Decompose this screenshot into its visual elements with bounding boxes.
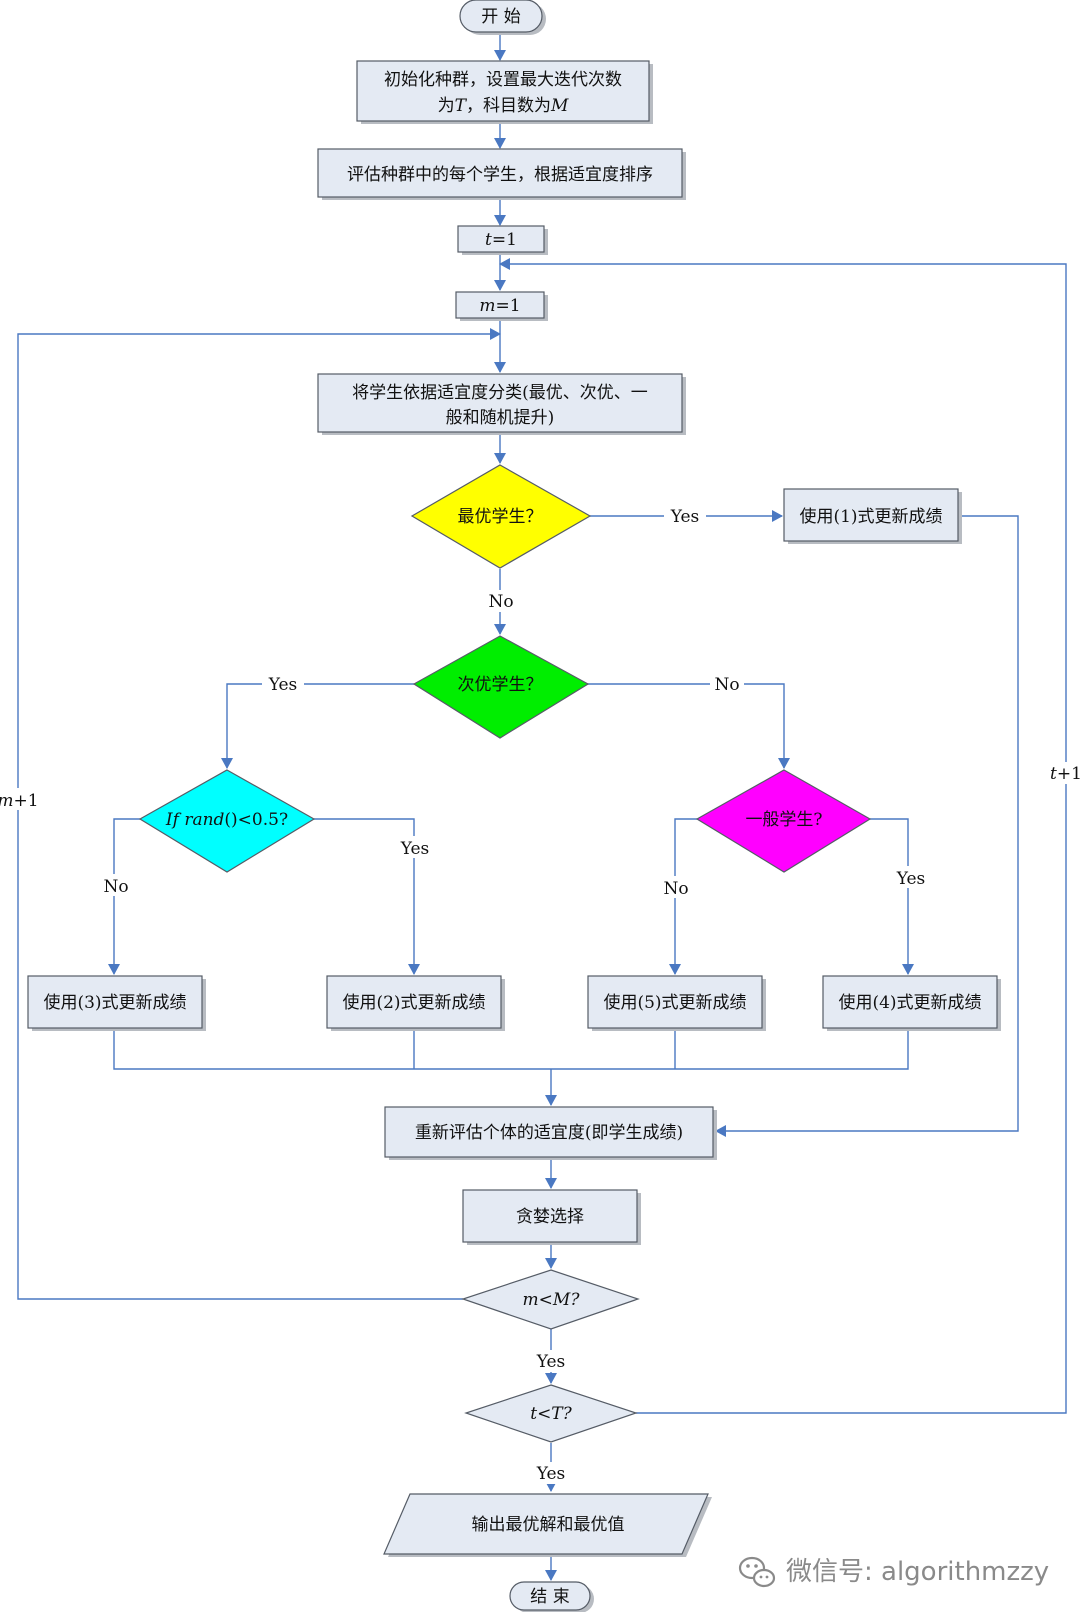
update4-label: 使用(4)式更新成绩 xyxy=(838,992,981,1013)
m-init-label: m=1 xyxy=(479,296,520,316)
update5-label: 使用(5)式更新成绩 xyxy=(603,992,746,1013)
init-label-line1: 初始化种群，设置最大迭代次数 xyxy=(384,70,622,90)
classify-label-line1: 将学生依据适宜度分类(最优、次优、一 xyxy=(352,383,648,403)
update2-process: 使用(2)式更新成绩 xyxy=(326,975,505,1031)
no-second-label: No xyxy=(714,675,739,695)
second-student-label: 次优学生？ xyxy=(458,675,543,695)
arrow-update1-reevaluate xyxy=(715,515,1019,1137)
best-student-label: 最优学生？ xyxy=(458,507,543,527)
arrow-rand-no xyxy=(108,818,140,975)
arrow-general-yes xyxy=(870,818,914,975)
update4-process: 使用(4)式更新成绩 xyxy=(822,975,1001,1031)
watermark: 微信号: algorithmzzy xyxy=(738,1556,1049,1588)
reevaluate-process: 重新评估个体的适宜度(即学生成绩) xyxy=(384,1106,717,1160)
arrow-t-loop xyxy=(499,258,1067,1414)
yes-m-label: Yes xyxy=(536,1352,566,1372)
edge-labels: Yes No Yes No Yes No No Yes Yes Yes m+1 … xyxy=(0,504,1080,1484)
yes-second-label: Yes xyxy=(268,675,298,695)
update1-process: 使用(1)式更新成绩 xyxy=(783,488,962,544)
greedy-label: 贪婪选择 xyxy=(516,1207,584,1227)
general-student-decision: 一般学生? xyxy=(695,769,872,873)
general-student-label: 一般学生? xyxy=(745,810,822,830)
end-node: 结 束 xyxy=(509,1581,594,1612)
t-check-label: t<T? xyxy=(530,1404,572,1424)
t-loop-label: t+1 xyxy=(1050,764,1080,784)
t-init-label: t=1 xyxy=(485,230,517,250)
classify-process: 将学生依据适宜度分类(最优、次优、一 般和随机提升) xyxy=(317,373,686,435)
update2-label: 使用(2)式更新成绩 xyxy=(342,992,485,1013)
start-node: 开 始 xyxy=(459,0,546,35)
arrow-second-no xyxy=(586,683,790,769)
classify-label-line2: 般和随机提升) xyxy=(446,408,555,428)
init-label-line2: 为T，科目数为M xyxy=(438,96,569,116)
end-label: 结 束 xyxy=(530,1587,569,1607)
yes-best-label: Yes xyxy=(670,507,700,527)
update3-label: 使用(3)式更新成绩 xyxy=(43,992,186,1013)
t-init-process: t=1 xyxy=(457,225,548,255)
evaluate-process: 评估种群中的每个学生，根据适宜度排序 xyxy=(317,148,686,200)
no-general-label: No xyxy=(663,879,688,899)
update1-label: 使用(1)式更新成绩 xyxy=(799,506,942,527)
no-best-label: No xyxy=(488,592,513,612)
yes-rand-label: Yes xyxy=(400,839,430,859)
arrow-general-no xyxy=(669,818,697,975)
init-process: 初始化种群，设置最大迭代次数 为T，科目数为M xyxy=(356,60,653,124)
update5-process: 使用(5)式更新成绩 xyxy=(587,975,766,1031)
m-init-process: m=1 xyxy=(455,291,548,321)
wechat-icon xyxy=(738,1556,776,1588)
update3-process: 使用(3)式更新成绩 xyxy=(27,975,206,1031)
greedy-process: 贪婪选择 xyxy=(462,1189,641,1245)
m-check-label: m<M? xyxy=(523,1290,581,1310)
m-loop-label: m+1 xyxy=(0,791,39,811)
start-label: 开 始 xyxy=(481,7,520,27)
yes-t-label: Yes xyxy=(536,1464,566,1484)
evaluate-label: 评估种群中的每个学生，根据适宜度排序 xyxy=(347,165,653,185)
reevaluate-label: 重新评估个体的适宜度(即学生成绩) xyxy=(415,1123,683,1143)
yes-general-label: Yes xyxy=(896,869,926,889)
m-check-decision: m<M? xyxy=(461,1269,640,1330)
second-student-decision: 次优学生？ xyxy=(412,635,590,739)
no-rand-label: No xyxy=(103,877,128,897)
merge-line xyxy=(113,1027,909,1070)
arrow-second-yes xyxy=(221,683,414,769)
rand-decision: If rand()<0.5? xyxy=(138,769,316,873)
arrow-m-loop xyxy=(17,328,501,1300)
output-io: 输出最优解和最优值 xyxy=(383,1493,712,1557)
t-check-decision: t<T? xyxy=(464,1384,638,1443)
watermark-text: 微信号: algorithmzzy xyxy=(786,1557,1049,1587)
arrow-rand-yes xyxy=(314,818,420,975)
output-label: 输出最优解和最优值 xyxy=(472,1515,625,1535)
best-student-decision: 最优学生？ xyxy=(410,464,592,569)
rand-label: If rand()<0.5? xyxy=(165,810,288,830)
